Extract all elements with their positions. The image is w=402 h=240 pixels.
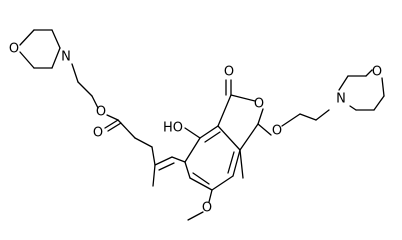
atom-O-methoxy: O — [202, 201, 212, 216]
atom-N-right: N — [336, 92, 346, 107]
chemical-structure-diagram: O N O O HO O O O N O O — [9, 29, 385, 221]
left-ethyl-linker — [71, 63, 99, 109]
lactone-ring — [217, 79, 264, 151]
atom-O-carbonyl-ester: O — [93, 126, 103, 141]
right-morpholine-ring — [338, 69, 385, 111]
atom-O-lactone-carbonyl: O — [224, 65, 234, 80]
atom-N-left: N — [61, 50, 71, 65]
methoxy-group — [187, 189, 213, 221]
methyl-group — [239, 149, 244, 179]
atom-OH: HO — [163, 121, 183, 136]
left-morpholine-ring — [19, 29, 61, 69]
atom-O-left-ring: O — [9, 42, 19, 57]
atom-O-ether: O — [272, 124, 282, 139]
atom-O-ester: O — [96, 105, 106, 120]
benzene-ring — [184, 125, 241, 191]
atom-O-lactone-ring: O — [254, 97, 264, 112]
atom-labels: O N O O HO O O O N O O — [9, 42, 382, 216]
atom-O-right-ring: O — [372, 65, 382, 80]
right-ethyl-linker — [257, 109, 330, 136]
hydroxyl-bond — [184, 127, 201, 139]
ester-side-chain — [104, 114, 186, 187]
